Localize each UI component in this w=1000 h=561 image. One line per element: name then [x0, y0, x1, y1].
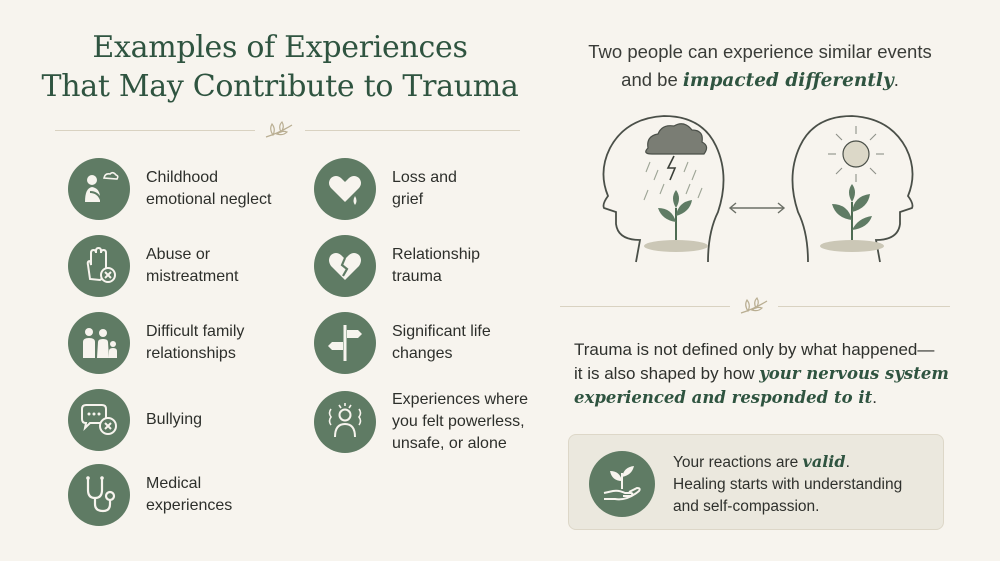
list-item-relationship: Relationship trauma: [314, 235, 480, 297]
item-label: Relationship trauma: [392, 246, 481, 285]
heading-prefix: and be: [621, 69, 683, 90]
statement-line-1: Trauma is not defined only by what happe…: [574, 340, 935, 359]
item-label: Bullying: [146, 411, 203, 428]
heading-suffix: .: [893, 69, 899, 90]
statement-emphasis-2: experienced and responded to it: [574, 388, 873, 407]
card-suffix: .: [845, 454, 850, 471]
speech-bubble-x-icon: [81, 404, 117, 435]
list-item-bullying: Bullying: [68, 389, 202, 451]
head-sun-icon: [791, 115, 914, 263]
statement-suffix: .: [872, 388, 877, 407]
statement-line-2: it is also shaped by how your nervous sy…: [574, 362, 954, 386]
leaf-ornament-icon: [265, 121, 293, 138]
left-divider-left: [55, 130, 255, 131]
right-heading-line-2: and be impacted differently.: [560, 66, 960, 95]
item-label: Loss and grief: [392, 169, 457, 208]
double-arrow-icon: [728, 202, 786, 214]
hand-sprout-icon: [603, 466, 641, 501]
item-label: Difficult family relationships: [146, 323, 245, 362]
list-item-powerless: Experiences where you felt powerless, un…: [314, 389, 528, 455]
child-alone-icon: [85, 171, 119, 202]
item-label: Experiences where you felt powerless, un…: [392, 391, 529, 452]
list-item-life-changes: Significant life changes: [314, 312, 491, 374]
item-label: Childhood emotional neglect: [146, 169, 272, 208]
hand-stop-icon: [86, 246, 116, 283]
card-emphasis: valid: [802, 452, 846, 471]
right-divider-left: [560, 306, 730, 307]
list-item-loss-grief: Loss and grief: [314, 158, 457, 220]
card-line-1: Your reactions are valid.: [673, 451, 933, 474]
right-heading: Two people can experience similar events…: [560, 38, 960, 95]
statement-prefix: it is also shaped by how: [574, 364, 760, 383]
distressed-person-icon: [328, 403, 362, 438]
list-item-family: Difficult family relationships: [68, 312, 244, 374]
statement-emphasis-1: your nervous system: [759, 364, 949, 383]
title-line-1: Examples of Experiences: [92, 30, 468, 65]
list-item-childhood-neglect: Childhood emotional neglect: [68, 158, 271, 220]
item-label: Abuse or mistreatment: [146, 246, 239, 285]
family-icon: [83, 328, 117, 358]
stethoscope-icon: [86, 476, 116, 513]
card-line-2: Healing starts with understanding: [673, 476, 903, 493]
item-label: Significant life changes: [392, 323, 491, 362]
trauma-statement: Trauma is not defined only by what happe…: [574, 338, 954, 410]
leaf-ornament-icon: [740, 297, 768, 314]
list-item-abuse: Abuse or mistreatment: [68, 235, 238, 297]
broken-heart-icon: [329, 253, 361, 280]
page-title: Examples of Experiences That May Contrib…: [30, 28, 530, 106]
left-divider-right: [305, 130, 520, 131]
head-storm-icon: [602, 115, 725, 263]
statement-line-3: experienced and responded to it.: [574, 386, 954, 410]
list-item-medical: Medical experiences: [68, 464, 232, 526]
right-divider-right: [778, 306, 950, 307]
validation-card: Your reactions are valid. Healing starts…: [568, 434, 944, 530]
signpost-icon: [328, 325, 362, 361]
right-heading-line-1: Two people can experience similar events: [588, 41, 932, 62]
heart-teardrop-icon: [329, 176, 361, 205]
two-heads-illustration: [602, 115, 914, 263]
card-prefix: Your reactions are: [673, 454, 803, 471]
item-label: Medical experiences: [146, 475, 233, 514]
heading-emphasis: impacted differently: [682, 70, 894, 91]
card-text: Your reactions are valid. Healing starts…: [673, 451, 933, 518]
card-line-3: and self-compassion.: [673, 498, 820, 515]
title-line-2: That May Contribute to Trauma: [41, 69, 519, 104]
